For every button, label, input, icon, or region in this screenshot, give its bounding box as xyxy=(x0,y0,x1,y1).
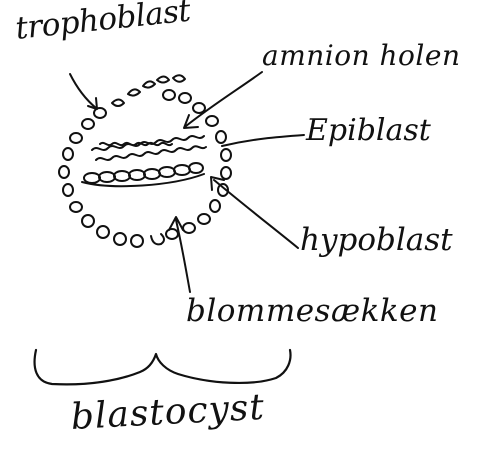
trophoblast-cell xyxy=(112,100,124,107)
hypoblast-cell xyxy=(99,172,115,182)
epiblast-layer xyxy=(92,136,206,160)
trophoblast-cell xyxy=(128,89,140,95)
hypoblast-cells xyxy=(82,163,204,186)
trophoblast-arrow xyxy=(70,74,97,109)
yolk-sac-label: blommesækken xyxy=(186,296,439,327)
trophoblast-cell xyxy=(173,75,185,82)
trophoblast-cell xyxy=(221,167,231,179)
trophoblast-cell xyxy=(163,90,175,100)
trophoblast-cell xyxy=(210,200,220,212)
trophoblast-cell xyxy=(221,149,231,161)
trophoblast-cell xyxy=(198,214,210,224)
trophoblast-cell xyxy=(82,215,94,227)
hypoblast-cell xyxy=(189,163,203,173)
trophoblast-cell xyxy=(97,226,109,238)
trophoblast-cell xyxy=(179,93,191,103)
trophoblast-cell xyxy=(183,223,195,233)
hypoblast-label: hypoblast xyxy=(300,225,453,256)
epiblast-label: Epiblast xyxy=(306,116,431,146)
hypoblast-line xyxy=(211,177,298,248)
hypoblast-cell xyxy=(144,169,160,179)
trophoblast-cell xyxy=(59,166,69,178)
trophoblast-cell xyxy=(63,184,73,196)
trophoblast-cell xyxy=(143,81,155,87)
amnion-arrow xyxy=(184,72,262,128)
trophoblast-cell xyxy=(131,235,143,247)
hypoblast-cell xyxy=(129,170,145,180)
hypoblast-cell xyxy=(174,165,190,175)
amnion-cavity-label: amnion holen xyxy=(262,42,460,70)
trophoblast-cell xyxy=(82,119,94,129)
epiblast-line xyxy=(222,135,304,146)
trophoblast-cell xyxy=(157,77,169,83)
trophoblast-cell xyxy=(63,148,73,160)
trophoblast-cell xyxy=(70,133,82,143)
trophoblast-cell xyxy=(193,103,205,113)
blastocyst-label: blastocyst xyxy=(70,390,266,436)
trophoblast-cell xyxy=(206,116,218,126)
blastocyst-brace xyxy=(35,350,291,384)
trophoblast-cell xyxy=(151,234,164,244)
trophoblast-cell xyxy=(70,202,82,212)
trophoblast-cells xyxy=(59,75,231,247)
trophoblast-cell xyxy=(114,233,126,245)
hypoblast-cell xyxy=(159,167,175,177)
trophoblast-cell xyxy=(216,131,226,143)
hypoblast-cell xyxy=(114,171,130,181)
hypoblast-cell xyxy=(84,173,100,183)
trophoblast-cell xyxy=(166,229,178,239)
